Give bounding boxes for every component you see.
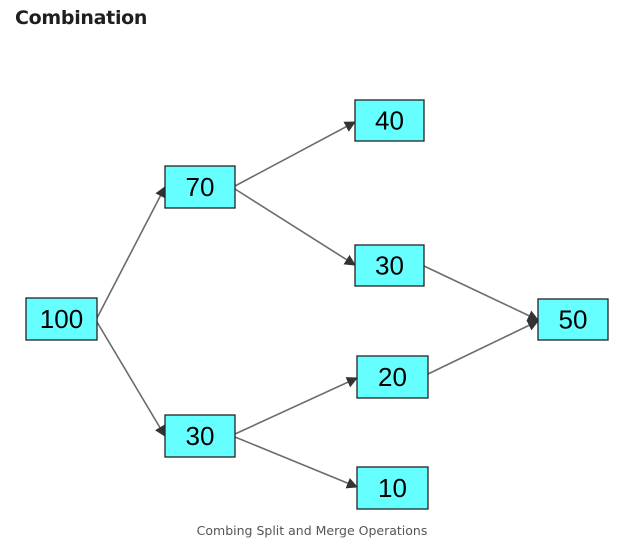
- node-box: [354, 99, 425, 142]
- node-100: 100: [25, 297, 98, 341]
- node-label: 50: [559, 305, 588, 335]
- node-20: 20: [356, 355, 429, 399]
- edges-layer: [96, 121, 540, 489]
- node-label: 20: [378, 362, 407, 392]
- edge-100-to-70: [96, 186, 166, 319]
- node-label: 40: [375, 106, 404, 136]
- node-50: 50: [537, 298, 609, 341]
- edge-30-to-50: [423, 265, 540, 321]
- edge-20-to-50: [427, 320, 540, 375]
- node-label: 100: [40, 304, 83, 334]
- figure-caption: Combing Split and Merge Operations: [196, 523, 428, 538]
- edge-70-to-30: [234, 188, 356, 266]
- node-box: [164, 165, 236, 209]
- edge-30-to-20: [234, 377, 359, 435]
- node-label: 10: [378, 473, 407, 503]
- node-label: 30: [186, 421, 215, 451]
- node-label: 30: [375, 251, 404, 281]
- node-label: 70: [186, 172, 215, 202]
- node-70: 70: [164, 165, 236, 209]
- node-40: 40: [354, 99, 425, 142]
- node-30-upper: 30: [354, 244, 425, 287]
- node-box: [164, 414, 236, 458]
- node-box: [25, 297, 98, 341]
- page-title: Combination: [15, 7, 148, 29]
- node-box: [354, 244, 425, 287]
- nodes-layer: 100 70 30 40 30 20 10 50: [25, 99, 609, 510]
- edge-100-to-30: [96, 321, 166, 437]
- node-30-lower: 30: [164, 414, 236, 458]
- edge-70-to-40: [234, 121, 356, 187]
- edge-30-to-10: [234, 436, 359, 489]
- node-box: [537, 298, 609, 341]
- node-box: [356, 355, 429, 399]
- node-box: [356, 466, 429, 510]
- node-10: 10: [356, 466, 429, 510]
